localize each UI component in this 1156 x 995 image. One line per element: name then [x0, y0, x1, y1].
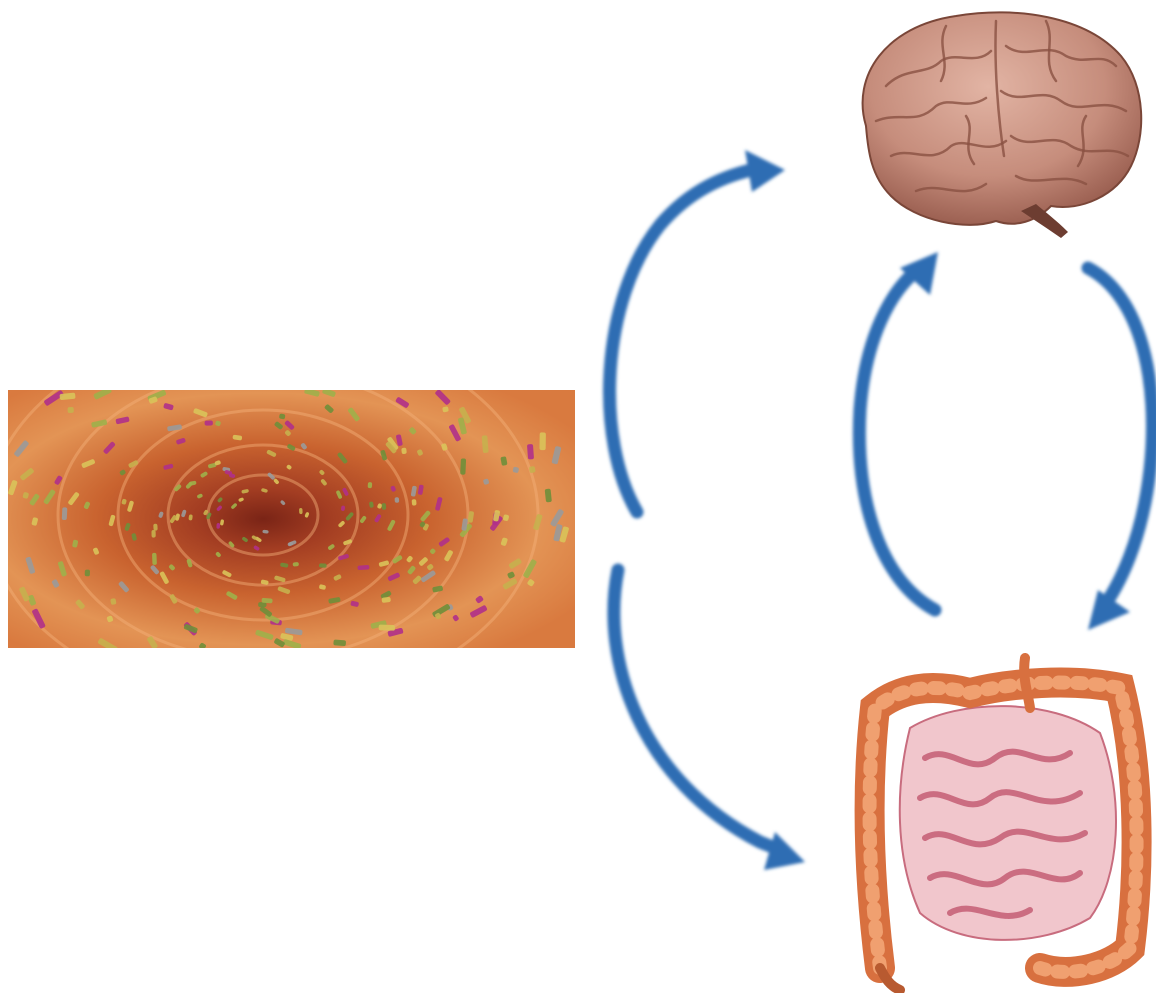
arrow-microbiota-to-gut: [614, 570, 805, 870]
arrow-microbiota-to-brain: [610, 150, 785, 512]
arrow-gut-to-brain: [859, 252, 938, 610]
arrow-brain-to-gut: [1088, 268, 1152, 630]
